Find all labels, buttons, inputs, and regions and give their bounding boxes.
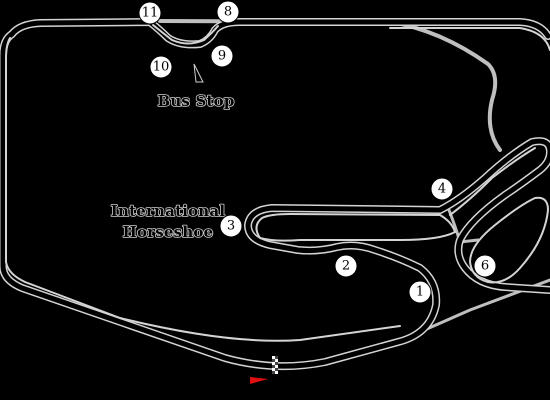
turn-4-label: 4 [438, 182, 446, 197]
horseshoe-inner-loop [255, 213, 456, 242]
track-surface-upper [9, 19, 550, 47]
turn-2-marker: 2 [334, 254, 358, 278]
turn-10-label: 10 [153, 60, 170, 75]
esses-connector [449, 147, 536, 216]
start-finish [250, 356, 278, 384]
turn-2-label: 2 [342, 259, 350, 274]
international-label: International [111, 202, 226, 220]
bus-stop-marker-icon [193, 63, 204, 83]
turn-10-marker: 10 [149, 55, 173, 79]
horseshoe-label: Horseshoe [123, 223, 214, 241]
checkered-line-icon [272, 356, 278, 374]
turn-11-marker: 11 [138, 1, 162, 25]
turn-markers: 1 2 3 4 6 8 9 10 [138, 0, 497, 304]
red-flag-icon [250, 377, 268, 384]
turn-6-label: 6 [481, 259, 489, 274]
turn-6-marker: 6 [473, 254, 497, 278]
oval-infield-edge [5, 37, 401, 342]
turn-1-label: 1 [416, 285, 424, 300]
turn-3-marker: 3 [219, 214, 243, 238]
pit-lane-top [158, 19, 502, 152]
turn-9-marker: 9 [210, 44, 234, 68]
turn-1-marker: 1 [408, 280, 432, 304]
turn-3-label: 3 [227, 219, 235, 234]
turn-4-marker: 4 [430, 177, 454, 201]
turn-8-label: 8 [224, 5, 232, 20]
top-right-sweep [389, 27, 550, 51]
track-surface-outer [0, 31, 550, 369]
track-outline [0, 18, 550, 371]
turn-9-label: 9 [218, 49, 226, 64]
turn-11-label: 11 [142, 6, 159, 21]
turn-6-hairpin-inner [469, 196, 549, 284]
bus-stop-chicane [152, 24, 219, 45]
turn-8-marker: 8 [216, 0, 240, 24]
bus-stop-label: Bus Stop [157, 92, 234, 110]
